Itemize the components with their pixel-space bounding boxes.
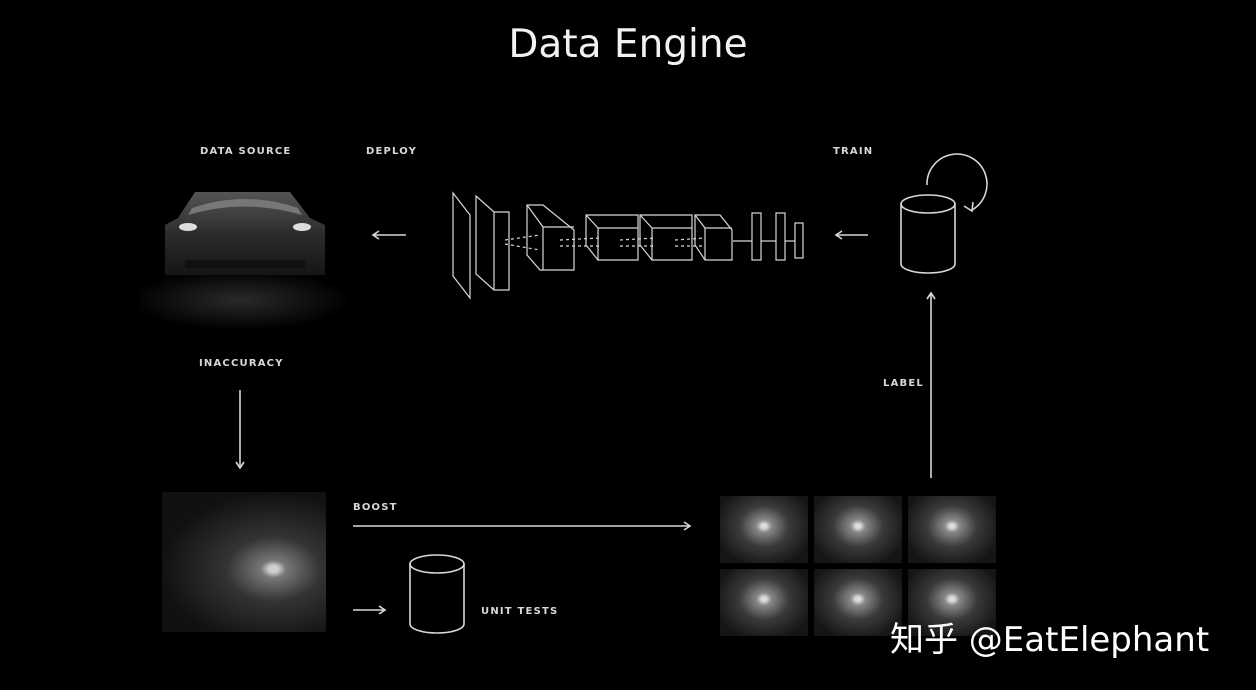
image-grid [720, 496, 996, 636]
label-deploy: DEPLOY [366, 146, 418, 157]
boost-arrow-icon [353, 521, 692, 531]
tunnel-image [162, 492, 326, 632]
train-arrow-icon [834, 230, 868, 240]
inaccuracy-arrow-icon [235, 390, 245, 470]
grid-image [814, 569, 902, 636]
slide-title: Data Engine [508, 22, 748, 67]
train-database-icon [900, 194, 956, 274]
label-inaccuracy: INACCURACY [199, 358, 284, 369]
grid-image [720, 569, 808, 636]
deploy-arrow-icon [371, 230, 406, 240]
label-boost: BOOST [353, 502, 398, 513]
grid-image [720, 496, 808, 563]
grid-image [908, 496, 996, 563]
car-image [140, 192, 350, 330]
watermark: 知乎 @EatElephant [890, 620, 1210, 660]
neural-network-icon [452, 191, 804, 300]
label-arrow-icon [926, 291, 936, 478]
label-train: TRAIN [833, 146, 874, 157]
label-data-source: DATA SOURCE [200, 146, 292, 157]
unit-tests-database-icon [409, 554, 465, 634]
retrain-loop-icon [926, 153, 988, 213]
unit-tests-arrow-icon [353, 605, 387, 615]
label-unit-tests: UNIT TESTS [481, 606, 559, 617]
label-label: LABEL [883, 378, 924, 389]
grid-image [814, 496, 902, 563]
grid-image [908, 569, 996, 636]
